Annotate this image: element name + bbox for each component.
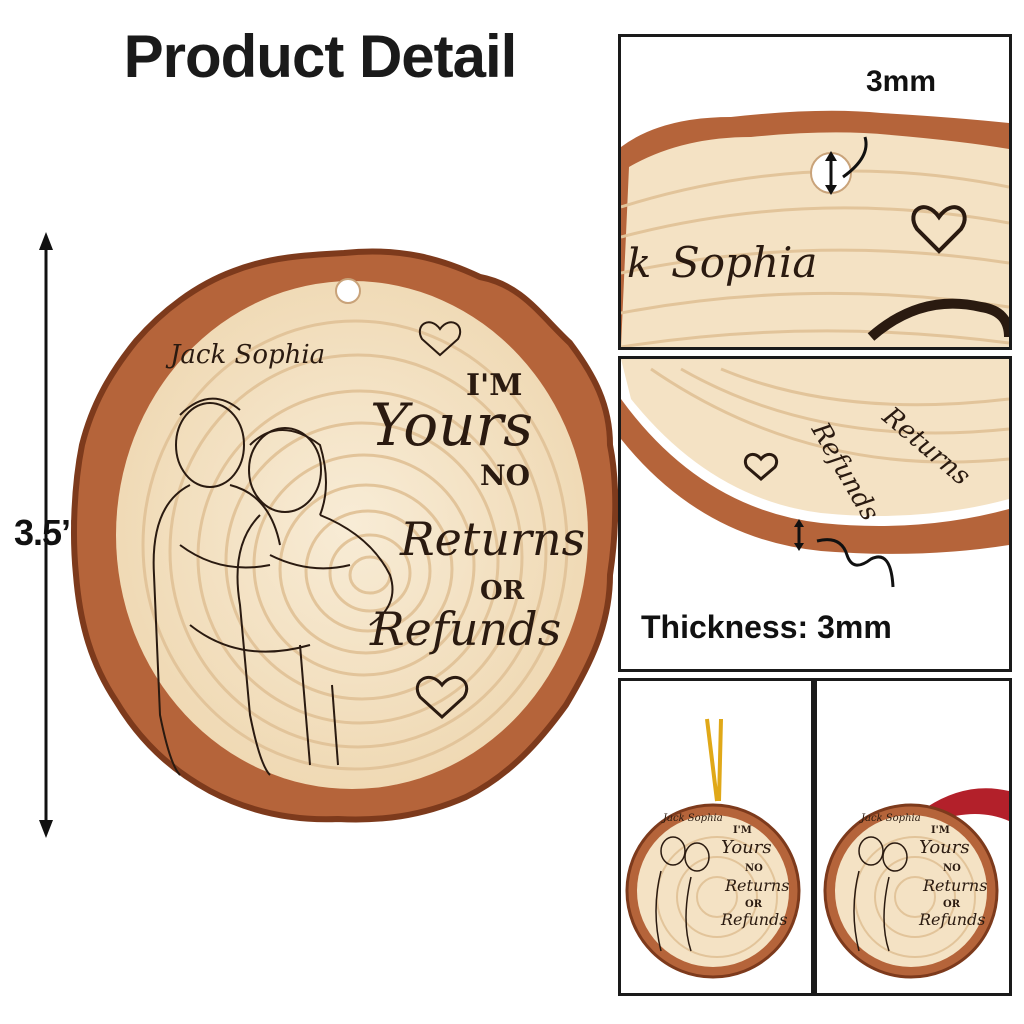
- svg-text:Jack Sophia: Jack Sophia: [661, 813, 723, 824]
- svg-text:OR: OR: [745, 899, 763, 910]
- svg-text:Jack Sophia: Jack Sophia: [859, 813, 921, 824]
- svg-text:Refunds: Refunds: [918, 910, 986, 929]
- page-title: Product Detail: [123, 23, 518, 90]
- thickness-label: Thickness: 3mm: [641, 609, 892, 645]
- svg-text:NO: NO: [745, 863, 763, 874]
- red-ribbon-variant-panel: Jack Sophia I'M Yours NO Returns OR Refu…: [814, 678, 1012, 996]
- hole-size-label: 3mm: [866, 65, 937, 98]
- svg-text:NO: NO: [943, 863, 961, 874]
- heart-icon: [419, 321, 461, 357]
- main-ornament-image: Jack Sophia I'M Yours NO Returns OR Refu…: [71, 248, 618, 823]
- thickness-detail-panel: Returns Refunds Thickness: 3mm: [618, 356, 1012, 672]
- dimension-arrow: [39, 232, 53, 838]
- svg-text:I'M: I'M: [733, 825, 752, 836]
- hole-closeup-image: Sophia k: [621, 110, 1009, 347]
- zoom-name-text: Sophia: [671, 238, 817, 287]
- svg-text:I'M: I'M: [931, 825, 950, 836]
- svg-text:Yours: Yours: [919, 837, 970, 858]
- heart-icon: [416, 676, 468, 720]
- svg-text:Returns: Returns: [724, 876, 789, 895]
- svg-text:Returns: Returns: [922, 876, 987, 895]
- text-no: NO: [480, 459, 530, 492]
- thickness-closeup-image: Returns Refunds: [621, 359, 1009, 588]
- text-im: I'M: [466, 368, 522, 403]
- wood-rings: [141, 319, 569, 771]
- text-returns: Returns: [399, 512, 585, 566]
- text-or: OR: [480, 576, 525, 606]
- gold-string-ornament-image: Jack Sophia I'M Yours NO Returns OR Refu…: [625, 718, 801, 979]
- svg-text:Yours: Yours: [721, 837, 772, 858]
- red-ribbon-ornament-image: Jack Sophia I'M Yours NO Returns OR Refu…: [823, 788, 1009, 979]
- names-text: Jack Sophia: [165, 340, 325, 370]
- svg-text:OR: OR: [943, 899, 961, 910]
- svg-text:Refunds: Refunds: [720, 910, 788, 929]
- dimension-label: 3.5’’: [14, 512, 79, 553]
- zoom-name-prefix: k: [627, 241, 651, 287]
- text-refunds: Refunds: [369, 602, 561, 656]
- hole-detail-panel: Sophia k 3mm: [618, 34, 1012, 350]
- gold-string-variant-panel: Jack Sophia I'M Yours NO Returns OR Refu…: [618, 678, 814, 996]
- text-yours: Yours: [370, 391, 533, 459]
- couple-line-art: [152, 397, 394, 776]
